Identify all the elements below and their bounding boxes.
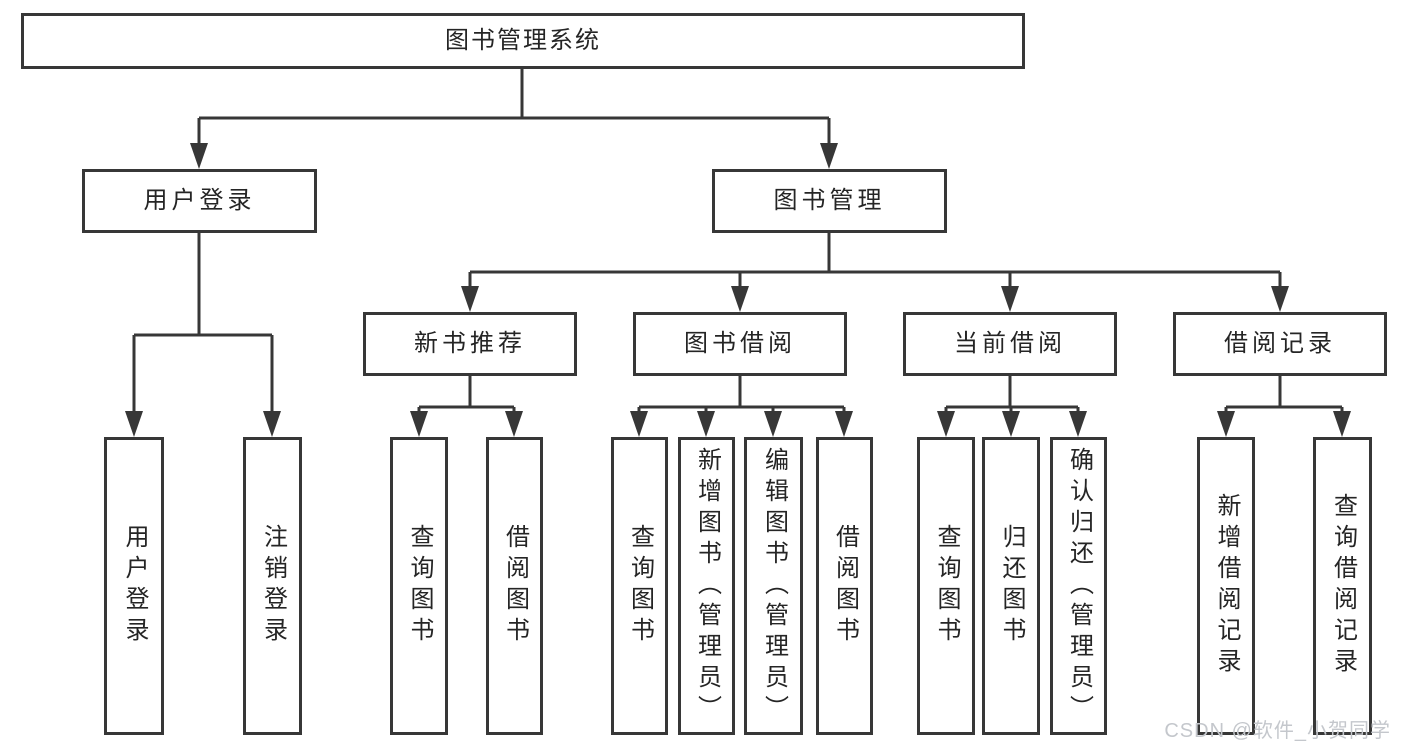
connector-borrow-records-to-leaves bbox=[1217, 376, 1351, 437]
connector-book-borrow-to-leaves bbox=[630, 376, 853, 437]
connector-new-books-to-leaves bbox=[410, 376, 523, 437]
node-return-books-label: 归还图书 bbox=[998, 524, 1025, 648]
node-borrow-query-books-label: 查询图书 bbox=[626, 524, 654, 648]
arrowhead-icon bbox=[1002, 411, 1020, 437]
arrowhead-icon bbox=[764, 411, 782, 437]
arrowhead-icon bbox=[461, 286, 479, 312]
csdn-watermark: CSDN @软件_小贺同学 bbox=[1164, 720, 1391, 742]
node-query-borrow-record-label: 查询借阅记录 bbox=[1329, 493, 1357, 679]
connector-root-to-level2 bbox=[190, 69, 838, 169]
arrowhead-icon bbox=[630, 411, 648, 437]
node-new-book-recommend: 新书推荐 bbox=[363, 312, 577, 376]
node-logout: 注销登录 bbox=[243, 437, 302, 735]
node-edit-books-admin: 编辑图书（管理员） bbox=[744, 437, 803, 735]
arrowhead-icon bbox=[697, 411, 715, 437]
connector-user-login-to-leaves bbox=[125, 233, 281, 437]
node-borrow-borrow-books-label: 借阅图书 bbox=[831, 524, 859, 648]
node-confirm-return-admin-label: 确认归还（管理员） bbox=[1065, 446, 1093, 726]
arrowhead-icon bbox=[1069, 411, 1087, 437]
node-logout-label: 注销登录 bbox=[259, 524, 287, 648]
arrowhead-icon bbox=[1333, 411, 1351, 437]
node-borrow-query-books: 查询图书 bbox=[611, 437, 668, 735]
node-query-borrow-record: 查询借阅记录 bbox=[1313, 437, 1372, 735]
arrowhead-icon bbox=[125, 411, 143, 437]
node-add-borrow-record-label: 新增借阅记录 bbox=[1213, 493, 1240, 679]
node-borrow-borrow-books: 借阅图书 bbox=[816, 437, 873, 735]
node-add-books-admin: 新增图书（管理员） bbox=[678, 437, 735, 735]
node-current-query-books: 查询图书 bbox=[917, 437, 975, 735]
node-book-borrowing-label: 图书借阅 bbox=[684, 330, 796, 357]
node-book-management: 图书管理 bbox=[712, 169, 947, 233]
arrowhead-icon bbox=[820, 143, 838, 169]
node-newbook-query-books: 查询图书 bbox=[390, 437, 448, 735]
node-edit-books-admin-label: 编辑图书（管理员） bbox=[760, 446, 788, 726]
connector-current-borrow-to-leaves bbox=[937, 376, 1087, 437]
node-library-management-system: 图书管理系统 bbox=[21, 13, 1025, 69]
arrowhead-icon bbox=[731, 286, 749, 312]
node-add-books-admin-label: 新增图书（管理员） bbox=[693, 446, 721, 726]
node-user-login-branch-label: 用户登录 bbox=[143, 187, 256, 214]
node-newbook-borrow-books: 借阅图书 bbox=[486, 437, 543, 735]
node-book-management-label: 图书管理 bbox=[773, 187, 886, 214]
node-return-books: 归还图书 bbox=[982, 437, 1040, 735]
connector-book-mgmt-to-level3 bbox=[461, 233, 1289, 312]
arrowhead-icon bbox=[263, 411, 281, 437]
node-newbook-borrow-books-label: 借阅图书 bbox=[501, 524, 529, 648]
node-current-query-books-label: 查询图书 bbox=[933, 524, 960, 648]
node-add-borrow-record: 新增借阅记录 bbox=[1197, 437, 1255, 735]
node-user-login-branch: 用户登录 bbox=[82, 169, 317, 233]
node-newbook-query-books-label: 查询图书 bbox=[406, 524, 433, 648]
node-borrow-records-label: 借阅记录 bbox=[1224, 330, 1336, 357]
node-user-login-leaf: 用户登录 bbox=[104, 437, 164, 735]
arrowhead-icon bbox=[190, 143, 208, 169]
node-book-borrowing: 图书借阅 bbox=[633, 312, 847, 376]
arrowhead-icon bbox=[937, 411, 955, 437]
arrowhead-icon bbox=[1217, 411, 1235, 437]
arrowhead-icon bbox=[410, 411, 428, 437]
arrowhead-icon bbox=[1001, 286, 1019, 312]
node-current-borrowing-label: 当前借阅 bbox=[954, 330, 1066, 357]
node-new-book-recommend-label: 新书推荐 bbox=[414, 330, 526, 357]
node-library-management-system-label: 图书管理系统 bbox=[445, 27, 601, 54]
node-user-login-leaf-label: 用户登录 bbox=[121, 524, 148, 648]
arrowhead-icon bbox=[835, 411, 853, 437]
node-confirm-return-admin: 确认归还（管理员） bbox=[1050, 437, 1107, 735]
node-borrow-records: 借阅记录 bbox=[1173, 312, 1387, 376]
node-current-borrowing: 当前借阅 bbox=[903, 312, 1117, 376]
arrowhead-icon bbox=[505, 411, 523, 437]
arrowhead-icon bbox=[1271, 286, 1289, 312]
